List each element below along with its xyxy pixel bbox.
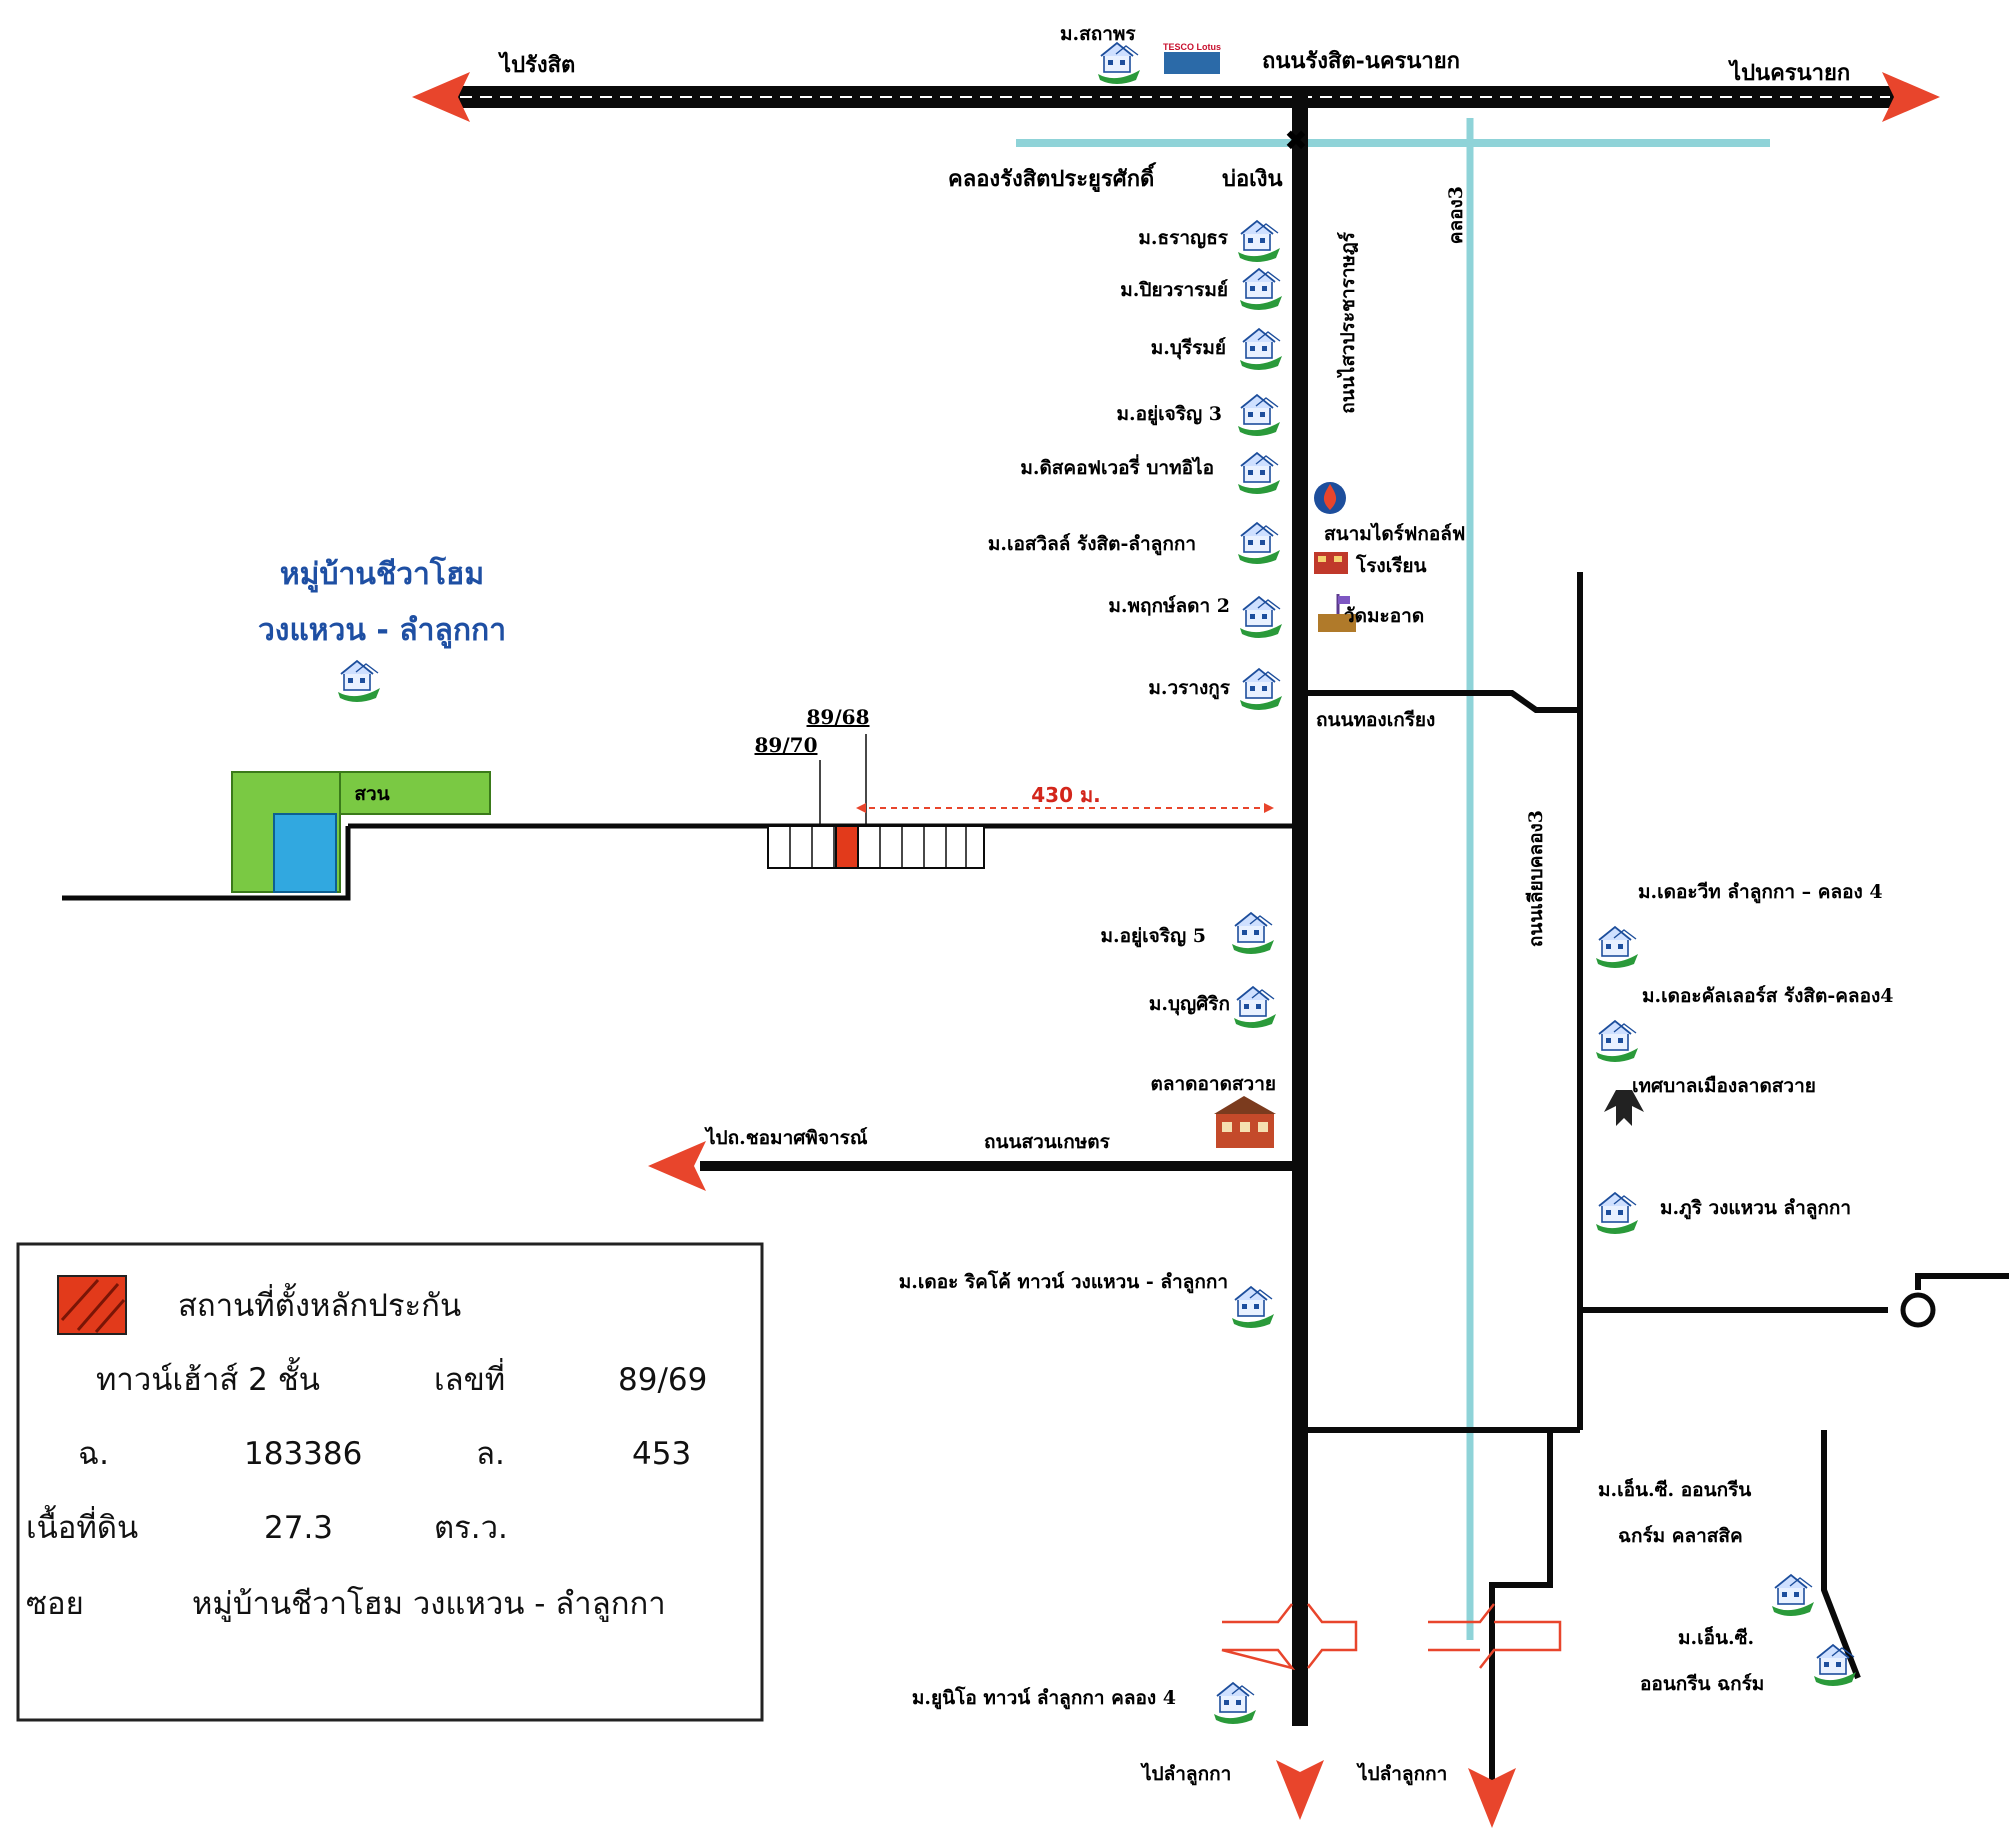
temple-icon <box>1318 594 1356 632</box>
house-icon <box>1237 394 1281 437</box>
village-label: ม.ภูริ วงแหวน ลำลูกกา <box>1660 1197 1851 1220</box>
village-label: ม.บุญศิริก <box>1149 993 1230 1016</box>
thong-kriang-label: ถนนทองเกรียง <box>1316 709 1435 731</box>
village-label-line2: ฉกร์ม คลาสสิค <box>1618 1525 1743 1547</box>
golf-label: สนามไดร์ฟกอล์ฟ <box>1324 522 1465 545</box>
khlong-side-road-label: ถนนเลียบคลอง3 <box>1525 810 1547 947</box>
house-icon <box>1595 1192 1639 1235</box>
legend-deed-val: 183386 <box>244 1436 362 1472</box>
vertical-road-label: ถนนไสวประชาราษฎร์ <box>1336 231 1359 413</box>
svg-text:✖: ✖ <box>1284 124 1307 157</box>
municipality-label: เทศบาลเมืองลาดสวาย <box>1632 1075 1816 1097</box>
tesco-lotus-logo: TESCO Lotus <box>1163 40 1221 74</box>
house-icon <box>1237 522 1281 565</box>
bridge-icons <box>1221 1603 1562 1671</box>
to-lamlukka-1-label: ไปลำลูกกา <box>1140 1762 1231 1786</box>
village-label: ม.เดอะ ริคโค้ ทาวน์ วงแหวน - ลำลูกกา <box>899 1270 1228 1294</box>
legend <box>16 1242 764 1722</box>
village-label: ม.อยู่เจริญ 3 <box>1116 403 1222 426</box>
plot-label-right: 89/68 <box>807 705 870 729</box>
village-title-line1: หมู่บ้านชีวาโฮม <box>280 555 484 593</box>
legend-area-key: เนื้อที่ดิน <box>26 1505 138 1546</box>
house-icon <box>337 660 381 703</box>
bo-ngoen-label: บ่อเงิน <box>1222 166 1282 192</box>
townhouse-row <box>767 734 1274 869</box>
legend-no-key: เลขที่ <box>434 1358 505 1398</box>
village-label: ม.บุรีรมย์ <box>1151 337 1226 360</box>
village-label: ม.เอ็น.ซี. <box>1678 1625 1754 1649</box>
village-label: ม.อยู่เจริญ 5 <box>1100 925 1206 948</box>
canal-vertical-label: คลอง3 <box>1445 186 1467 244</box>
to-nakhonnayok-label: ไปนครนายก <box>1728 59 1850 86</box>
garuda-icon <box>1604 1090 1644 1126</box>
plot-label-left: 89/70 <box>755 733 818 757</box>
roundabout-icon <box>1900 1292 1936 1328</box>
legend-soi-key: ซอย <box>26 1586 84 1622</box>
main-road-label: ถนนรังสิต-นครนายก <box>1262 48 1460 74</box>
canal-top-label: คลองรังสิตประยูรศักดิ์ <box>948 162 1157 193</box>
village-label: ม.ดิสคอฟเวอรี่ บาทอิไอ <box>1020 454 1214 479</box>
village-label: ม.ธราญธร <box>1138 227 1228 249</box>
park-label: สวน <box>354 783 389 805</box>
legend-type: ทาวน์เฮ้าส์ 2 ชั้น <box>96 1357 320 1398</box>
house-icon <box>1239 668 1283 711</box>
house-icon <box>1237 452 1281 495</box>
svg-text:TESCO Lotus: TESCO Lotus <box>1163 42 1221 52</box>
distance-label: 430 ม. <box>1031 783 1101 807</box>
house-icon <box>1097 42 1141 85</box>
park <box>231 771 491 893</box>
legend-title: สถานที่ตั้งหลักประกัน <box>178 1283 461 1324</box>
canal-lines <box>1016 118 1770 1640</box>
house-icon <box>1239 328 1283 371</box>
house-icon <box>1237 220 1281 263</box>
market-label: ตลาดอาดสวาย <box>1151 1073 1276 1095</box>
village-label: ม.วรางกูร <box>1148 677 1230 700</box>
legend-deed-key: ฉ. <box>78 1436 109 1472</box>
legend-no-val: 89/69 <box>618 1362 707 1398</box>
house-icon <box>1231 1286 1275 1329</box>
ptt-icon <box>1314 482 1346 514</box>
collateral-plot <box>835 825 859 869</box>
sathaporn-label: ม.สถาพร <box>1060 23 1136 45</box>
house-icon <box>1239 596 1283 639</box>
village-title-line2: วงแหวน - ลำลูกกา <box>258 613 506 649</box>
village-label: ม.ยูนิโอ ทาวน์ ลำลูกกา คลอง 4 <box>912 1686 1176 1710</box>
house-icon <box>1239 268 1283 311</box>
house-icon <box>1213 1682 1257 1725</box>
house-icon <box>1595 926 1639 969</box>
house-icon <box>1231 912 1275 955</box>
village-label: ม.พฤกษ์ลดา 2 <box>1108 595 1230 617</box>
to-choeng-label: ไปถ.ชอมาศพิจารณ์ <box>704 1126 868 1149</box>
legend-area-unit: ตร.ว. <box>434 1510 508 1546</box>
to-lamlukka-2-label: ไปลำลูกกา <box>1356 1762 1447 1786</box>
village-label: ม.เอสวิลล์ รังสิต-ลำลูกกา <box>988 533 1196 556</box>
village-label: ม.เอ็น.ซี. ออนกรีน <box>1598 1477 1751 1501</box>
arrow-down-icon <box>1468 1768 1516 1828</box>
legend-soi-val: หมู่บ้านชีวาโฮม วงแหวน - ลำลูกกา <box>192 1586 666 1622</box>
house-icon <box>1595 1020 1639 1063</box>
village-label: ม.เดอะคัลเลอร์ส รังสิต-คลอง4 <box>1642 985 1893 1007</box>
to-rangsit-label: ไปรังสิต <box>498 51 575 78</box>
suan-kaset-label: ถนนสวนเกษตร <box>984 1131 1111 1153</box>
temple-label: วัดมะอาด <box>1344 605 1424 627</box>
village-label: ม.เดอะวีท ลำลูกกา – คลอง 4 <box>1638 881 1883 904</box>
house-icon <box>1771 1574 1815 1617</box>
suan-kaset-road <box>648 1141 1292 1191</box>
village-label-line2: ออนกรีน ฉกร์ม <box>1640 1673 1764 1695</box>
legend-deed-val2: 453 <box>632 1436 691 1472</box>
main-road-rangsit-nakhonnayok <box>412 72 1940 122</box>
legend-deed-key2: ล. <box>476 1436 505 1472</box>
village-label: ม.ปิยวรารมย์ <box>1120 279 1228 301</box>
main-road-vertical: ✖ <box>1276 86 1324 1820</box>
house-icon <box>1233 986 1277 1029</box>
legend-area-val: 27.3 <box>264 1510 333 1546</box>
khlong-side-road <box>1308 572 2009 1780</box>
school-label: โรงเรียน <box>1355 554 1427 577</box>
school-icon <box>1314 552 1348 574</box>
market-icon <box>1214 1096 1276 1148</box>
